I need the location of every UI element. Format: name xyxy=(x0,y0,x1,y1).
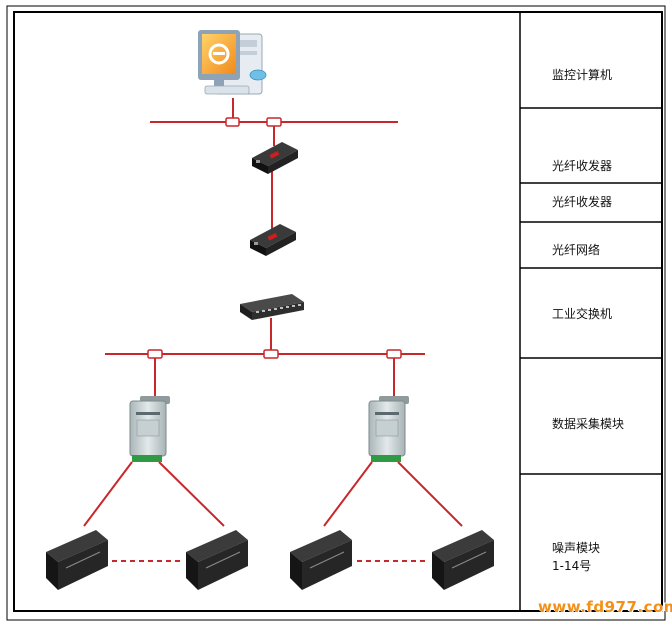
monitor-computer-icon xyxy=(198,30,267,95)
bus-connectors xyxy=(147,117,402,359)
data-acquisition-module-left-icon xyxy=(129,396,170,462)
sensor-link-3 xyxy=(323,461,373,527)
sensor-link-2 xyxy=(158,461,225,527)
industrial-switch-icon xyxy=(240,294,304,320)
data-acquisition-module-right-icon xyxy=(368,396,409,462)
noise-sensor-4-icon xyxy=(432,530,494,590)
label-fiber-transceiver-1: 光纤收发器 xyxy=(552,159,613,173)
noise-sensor-1-icon xyxy=(46,530,108,590)
label-noise-module-range: 1-14号 xyxy=(552,559,592,573)
label-fiber-network: 光纤网络 xyxy=(552,243,601,257)
label-fiber-transceiver-2: 光纤收发器 xyxy=(552,195,613,209)
label-data-acquisition-module: 数据采集模块 xyxy=(552,417,625,431)
label-monitor-computer: 监控计算机 xyxy=(552,68,613,82)
sensor-link-1 xyxy=(83,461,133,527)
label-industrial-switch: 工业交换机 xyxy=(552,307,613,321)
watermark: www.fd977.com xyxy=(538,598,672,616)
label-row-dividers xyxy=(520,107,662,475)
noise-sensor-2-icon xyxy=(186,530,248,590)
label-noise-module: 噪声模块 xyxy=(552,541,601,555)
sensor-link-4 xyxy=(397,461,463,527)
noise-sensor-3-icon xyxy=(290,530,352,590)
fiber-transceiver-2-icon xyxy=(250,224,296,256)
inner-frame xyxy=(13,11,663,612)
outer-frame xyxy=(6,5,666,621)
fiber-transceiver-1-icon xyxy=(252,142,298,174)
